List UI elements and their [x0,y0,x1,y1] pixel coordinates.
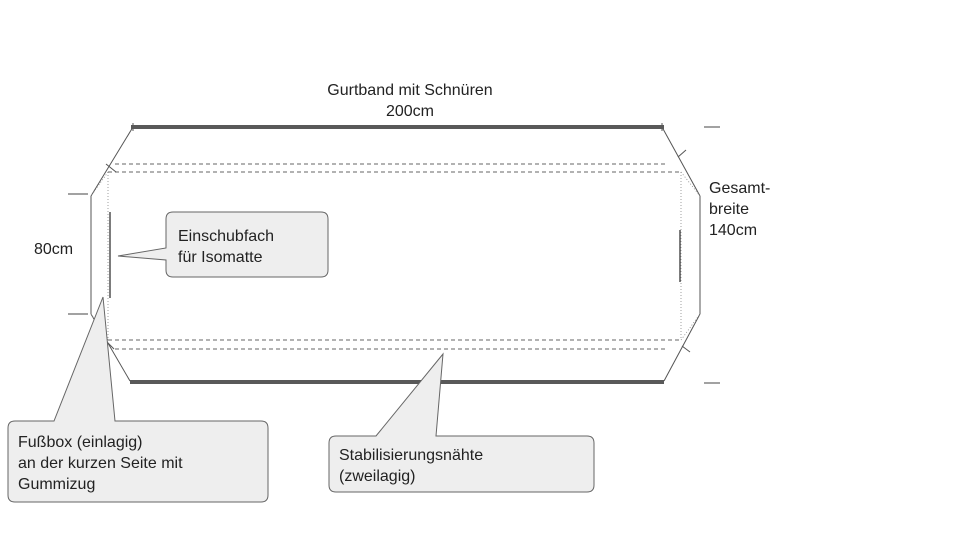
width-80cm-label: 80cm [34,241,74,258]
strap-label-length: 200cm [385,103,435,120]
callout-seams-text: Stabilisierungsnähte (zweilagig) [339,447,484,485]
outline-left-upper-slant [90,126,134,197]
callout-footbox-text: Fußbox (einlagig) an der kurzen Seite mi… [18,434,183,493]
corner-ticks [105,149,691,353]
outline-right-upper-slant [661,126,701,197]
callout-footbox-shape [7,296,269,503]
callout-sleeve-shape [117,211,329,278]
callout-sleeve-text: Einschubfach für Isomatte [178,228,275,266]
strap-label: Gurtband mit Schnüren 200cm [290,80,530,122]
dimension-markers [68,126,720,384]
total-width-label: Gesamt- breite 140cm [709,180,771,239]
stabilization-seams [108,163,681,350]
strap-label-title: Gurtband mit Schnüren [327,82,493,99]
outline-right-lower-slant [663,313,701,382]
callout-seams-shape [328,352,595,493]
